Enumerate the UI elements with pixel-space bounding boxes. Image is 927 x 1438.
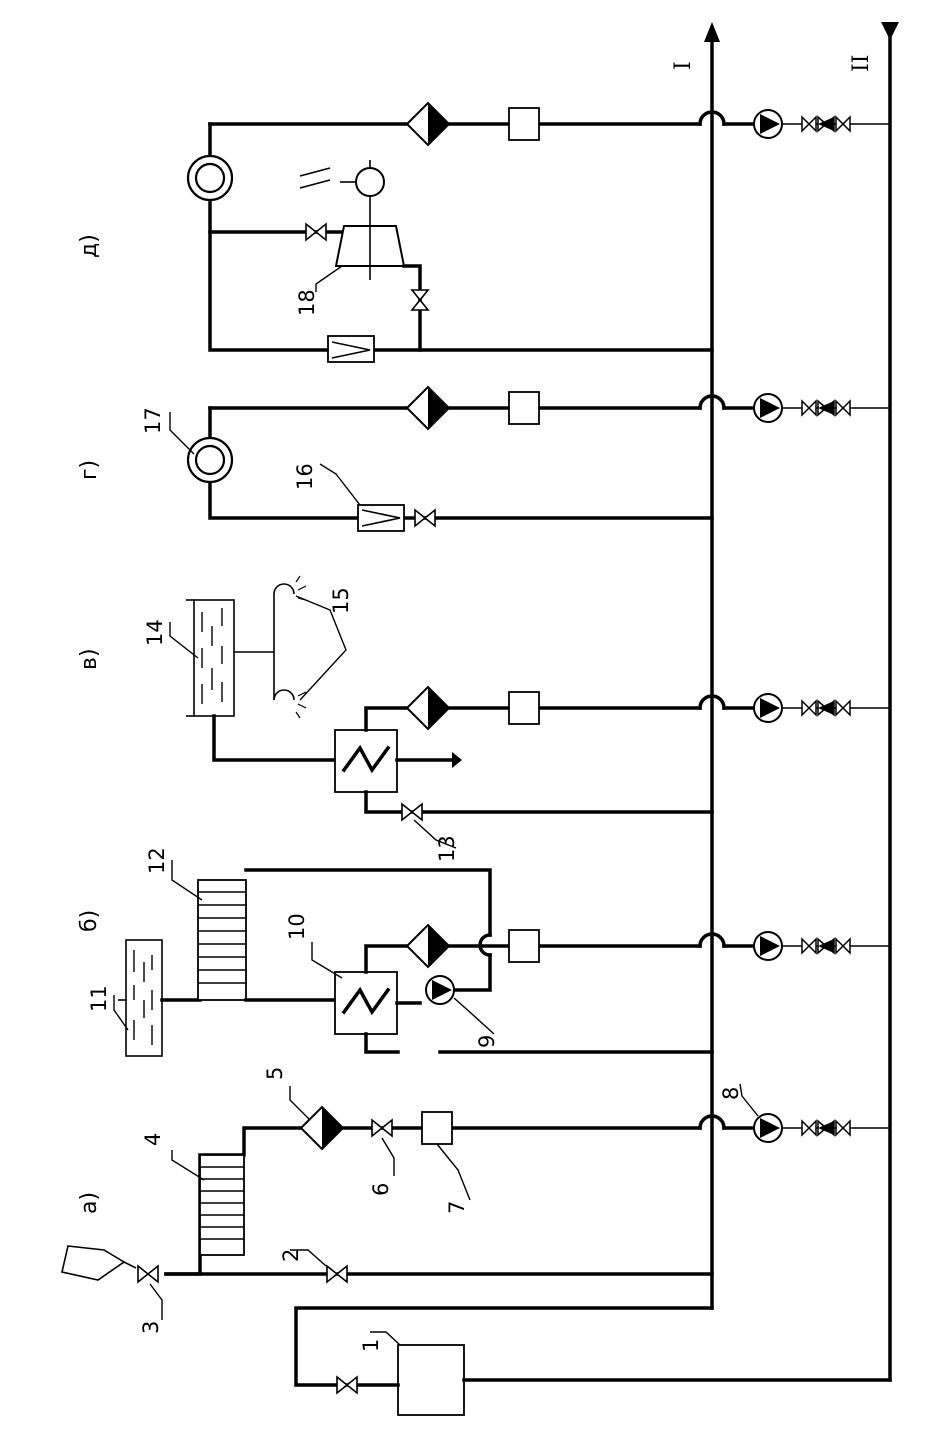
main-line-1 (704, 22, 720, 1310)
line-1-label: I (671, 61, 696, 70)
callout-15: 15 (329, 587, 353, 614)
callout-2: 2 (279, 1249, 303, 1262)
callout-12: 12 (145, 847, 169, 874)
section-a-label: а) (77, 1192, 102, 1214)
callout-7: 7 (445, 1201, 469, 1214)
section-g-label: г) (77, 460, 102, 480)
section-v (186, 575, 714, 821)
pump-units (722, 109, 890, 1143)
callout-16: 16 (293, 463, 317, 490)
callout-14: 14 (143, 619, 167, 646)
crossover-arcs (698, 110, 726, 1130)
section-b-label: б) (77, 910, 102, 932)
callout-6: 6 (369, 1183, 393, 1196)
callout-1: 1 (359, 1339, 383, 1352)
callout-4: 4 (141, 1133, 165, 1146)
callout-labels: 1 2 3 4 5 6 7 8 9 10 11 12 13 14 15 16 1… (87, 289, 743, 1352)
callout-3: 3 (139, 1321, 163, 1334)
callout-13: 13 (435, 835, 459, 862)
callout-9: 9 (475, 1035, 499, 1048)
section-b (118, 868, 714, 1057)
section-labels: а) б) в) г) д) (77, 234, 102, 1214)
section-v-label: в) (77, 648, 102, 670)
line-2-label: II (849, 55, 874, 72)
section-a (61, 1106, 714, 1283)
main-line-2 (881, 22, 899, 1382)
callout-11: 11 (87, 985, 111, 1012)
callout-17: 17 (141, 407, 165, 434)
leader-lines (113, 265, 759, 1346)
callout-18: 18 (295, 289, 319, 316)
section-d (186, 102, 714, 363)
section-d-label: д) (77, 234, 102, 258)
callout-5: 5 (263, 1067, 287, 1080)
main-tank-unit (294, 1306, 892, 1416)
callout-10: 10 (285, 913, 309, 940)
section-g (186, 386, 714, 532)
callout-8: 8 (719, 1087, 743, 1100)
